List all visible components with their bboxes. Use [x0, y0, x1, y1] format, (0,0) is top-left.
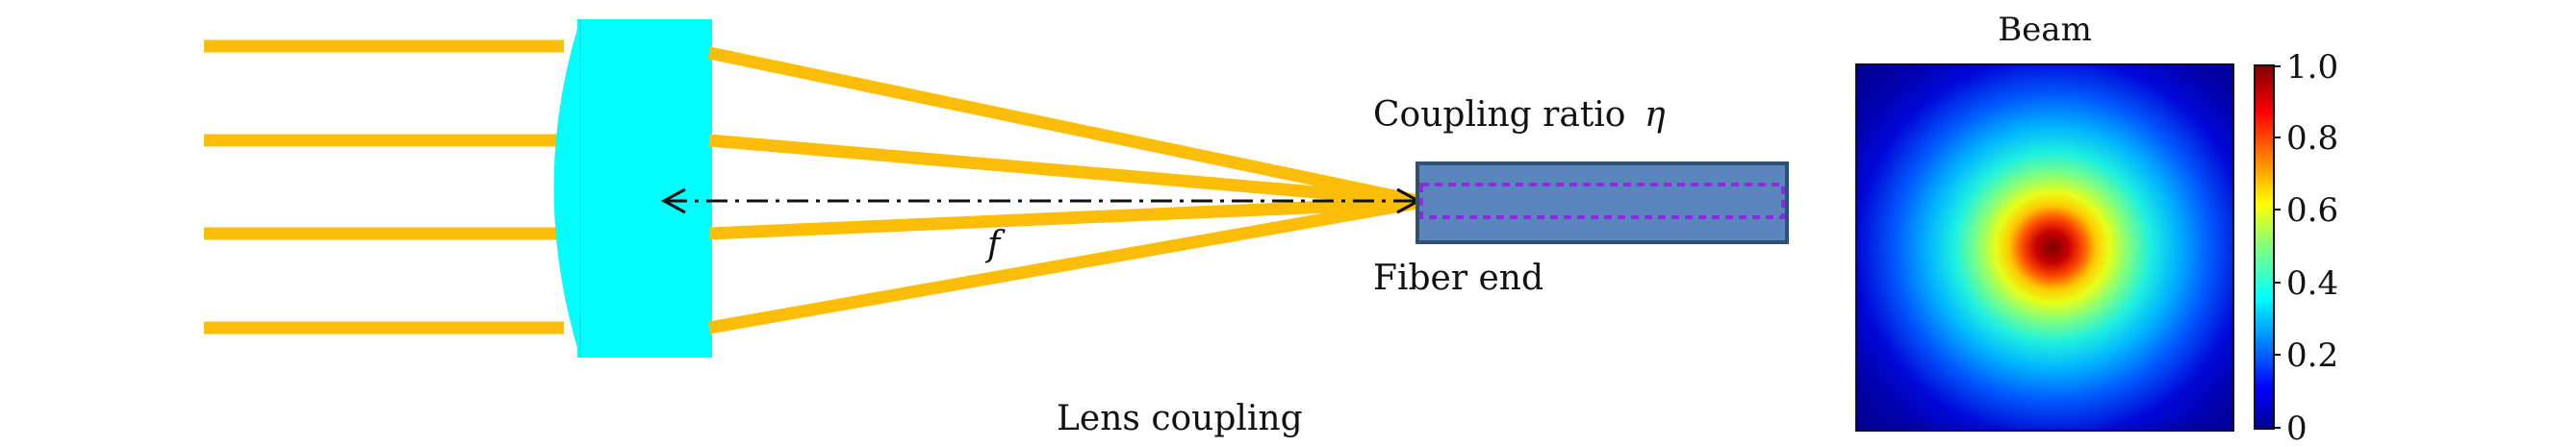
- fiber-cladding: [1416, 161, 1789, 244]
- arrow-head-left-icon: [660, 187, 686, 214]
- colorbar-tick-label: 0.8: [2286, 119, 2338, 158]
- colorbar-tick-label: 0.6: [2286, 191, 2338, 230]
- beam-heatmap: [1855, 63, 2234, 432]
- lens: [553, 19, 712, 358]
- fiber-end-label: Fiber end: [1373, 259, 1543, 298]
- colorbar-ticks: [2274, 65, 2281, 429]
- coupling-ratio-label: Coupling ratio η: [1373, 95, 1666, 135]
- converging-beam-2: [708, 134, 1418, 208]
- converging-beams: [707, 46, 1419, 335]
- lens-body: [577, 19, 712, 358]
- converging-beam-3: [708, 196, 1418, 240]
- colorbar-gradient: [2254, 64, 2275, 430]
- colorbar-tick-label: 1.0: [2286, 48, 2338, 87]
- colorbar-tick-label: 0.2: [2286, 336, 2338, 375]
- caption: Lens coupling: [1057, 399, 1303, 438]
- colorbar-tick-label: 0: [2286, 410, 2308, 447]
- colorbar: 0 0.2 0.4 0.6 0.8 1.0: [2254, 48, 2338, 447]
- fiber-core: [1419, 183, 1785, 219]
- incoming-beams: [204, 39, 564, 335]
- lens-convex-face: [553, 19, 580, 358]
- fiber: [1416, 161, 1789, 244]
- converging-beam-4: [707, 196, 1419, 335]
- focal-length-label: f: [984, 225, 1006, 264]
- colorbar-tick-label: 0.4: [2286, 264, 2338, 303]
- colorbar-tick-labels: 0 0.2 0.4 0.6 0.8 1.0: [2286, 48, 2338, 447]
- converging-beam-1: [707, 46, 1419, 208]
- beam-title: Beam: [1998, 11, 2092, 49]
